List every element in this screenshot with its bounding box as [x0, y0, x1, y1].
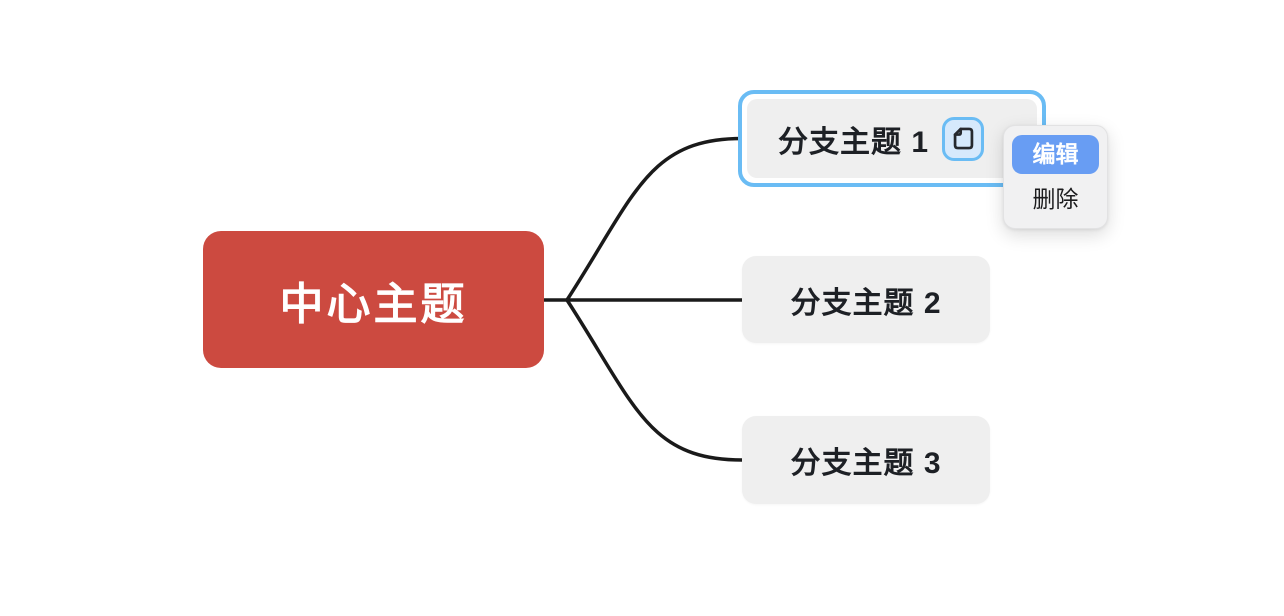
menu-item-delete[interactable]: 删除 [1032, 186, 1079, 212]
connector-root-to-branch-3 [565, 298, 744, 462]
note-icon[interactable] [942, 116, 985, 161]
central-topic-node[interactable]: 中心主题 [203, 231, 544, 368]
branch-topic-1-body: 分支主题 1 [747, 99, 1037, 178]
menu-item-edit[interactable]: 编辑 [1012, 135, 1099, 174]
connector-root-to-branch-1 [565, 136, 744, 302]
context-menu: 编辑 删除 [1003, 125, 1108, 229]
note-document-icon [953, 127, 973, 150]
branch-topic-2-node[interactable]: 分支主题 2 [742, 256, 990, 343]
branch-topic-1-node[interactable]: 分支主题 1 [738, 90, 1046, 187]
branch-topic-3-node[interactable]: 分支主题 3 [742, 416, 990, 504]
branch-topic-1-label: 分支主题 1 [778, 125, 930, 159]
